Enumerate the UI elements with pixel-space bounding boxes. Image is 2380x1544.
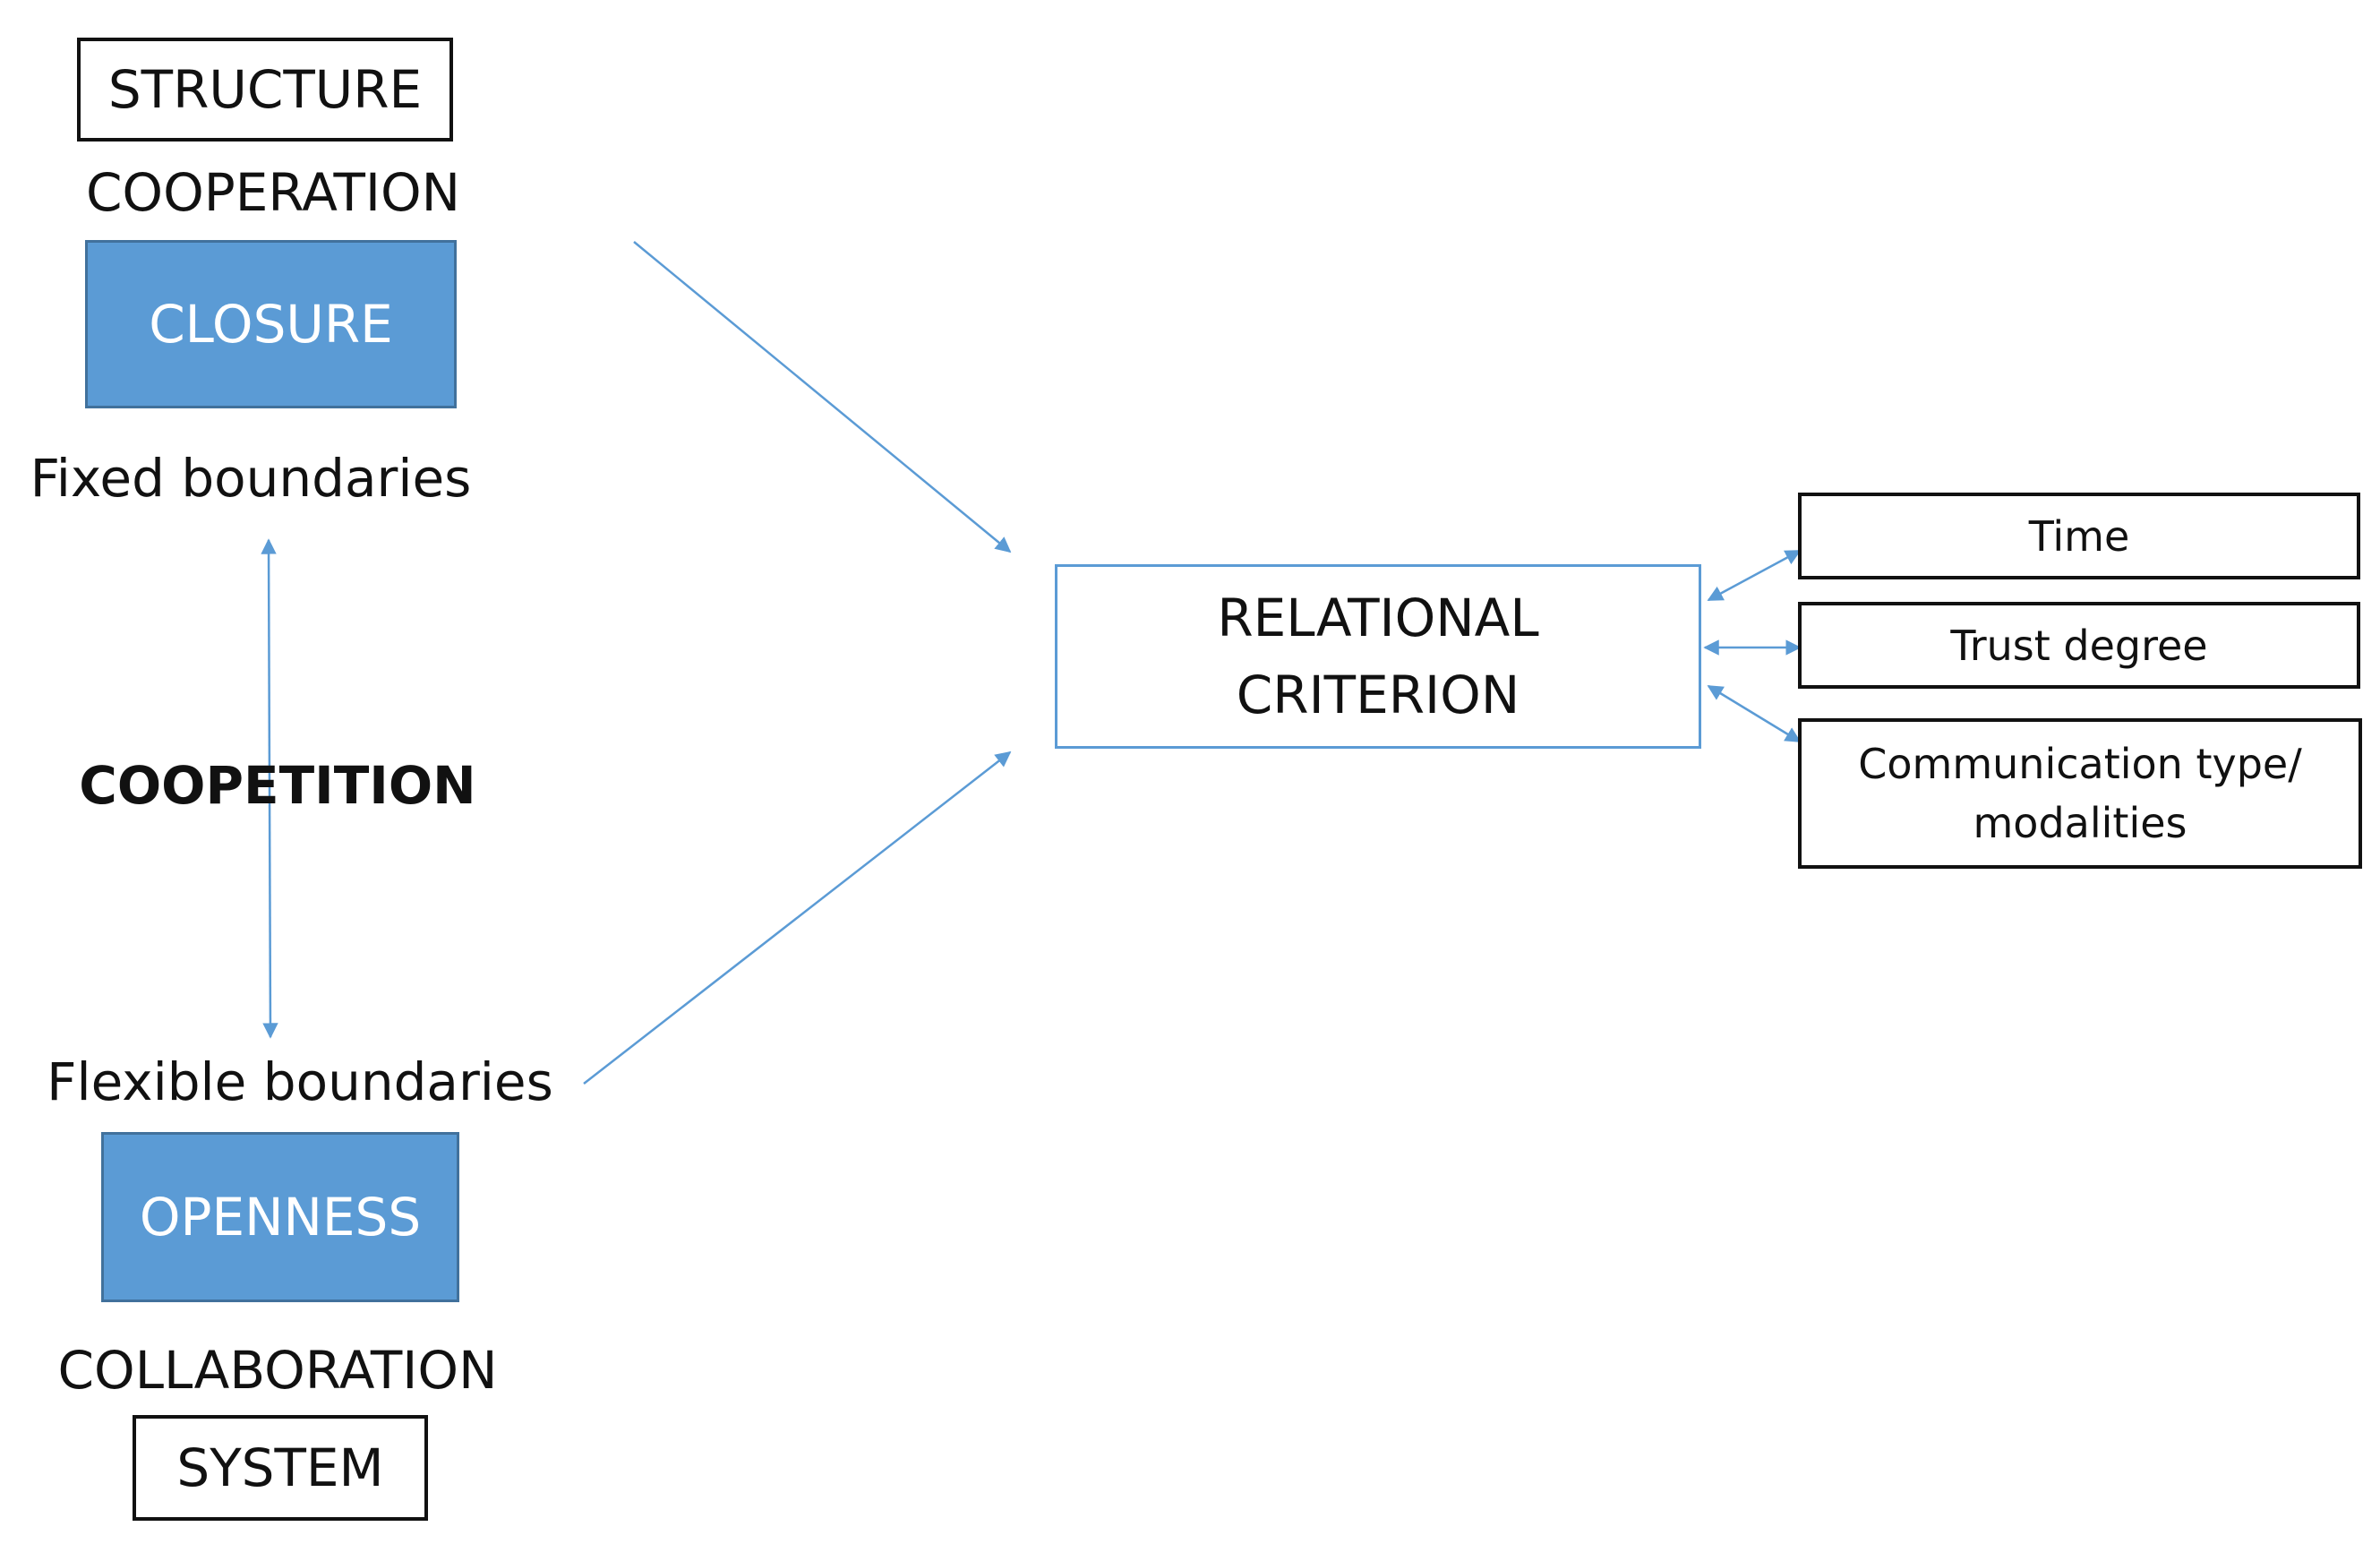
flexible-boundaries-label: Flexible boundaries	[47, 1051, 553, 1112]
relational-criterion-line2: CRITERION	[1236, 665, 1520, 725]
relational-criterion-box: RELATIONAL CRITERION	[1055, 564, 1701, 749]
arrow-fixed-flexible-bidirectional	[261, 538, 278, 1039]
trust-degree-box: Trust degree	[1798, 602, 2360, 689]
arrow-cooperation-to-relational	[633, 241, 1012, 553]
collaboration-label: COLLABORATION	[57, 1340, 498, 1401]
communication-line1: Communication type/	[1858, 740, 2302, 788]
communication-box: Communication type/ modalities	[1798, 718, 2362, 869]
system-box: SYSTEM	[133, 1415, 428, 1521]
arrow-relational-communication	[1707, 684, 1802, 743]
cooperation-label: COOPERATION	[85, 162, 461, 223]
coopetition-label: COOPETITION	[79, 755, 476, 816]
relational-criterion-line1: RELATIONAL	[1217, 588, 1539, 648]
trust-degree-label: Trust degree	[1950, 621, 2208, 670]
arrow-flexible-to-relational	[583, 751, 1012, 1085]
structure-box: STRUCTURE	[77, 38, 453, 142]
system-label: SYSTEM	[176, 1437, 384, 1498]
arrow-relational-time	[1707, 549, 1802, 602]
communication-line2: modalities	[1973, 799, 2187, 847]
openness-box: OPENNESS	[101, 1132, 459, 1302]
structure-label: STRUCTURE	[107, 59, 423, 120]
time-label: Time	[2028, 511, 2130, 561]
closure-box: CLOSURE	[85, 240, 457, 408]
fixed-boundaries-label: Fixed boundaries	[30, 448, 472, 509]
closure-label: CLOSURE	[149, 294, 393, 355]
openness-label: OPENNESS	[139, 1187, 422, 1248]
time-box: Time	[1798, 493, 2360, 579]
